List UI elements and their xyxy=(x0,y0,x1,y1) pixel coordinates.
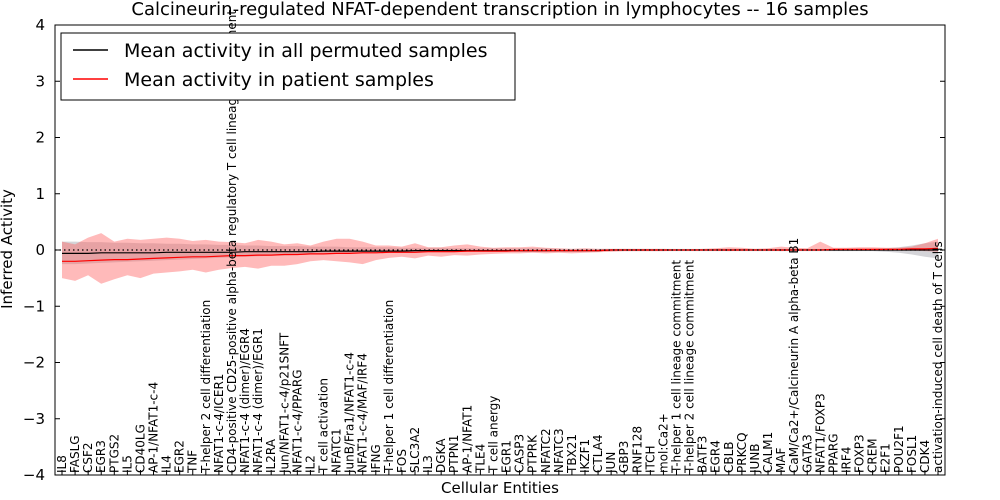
category-label: BATF3 xyxy=(696,436,710,473)
category-label: MAF xyxy=(774,447,788,473)
category-label: CaM/Ca2+/Calcineurin A alpha-beta B1 xyxy=(787,238,801,473)
y-axis-label: Inferred Activity xyxy=(0,189,16,309)
category-label: FOS xyxy=(395,449,409,473)
legend-label-permuted: Mean activity in all permuted samples xyxy=(124,40,487,62)
category-label: CSF2 xyxy=(81,442,95,473)
category-label: IL8 xyxy=(55,455,69,473)
category-label: NFAT1-c-4/PPARG xyxy=(290,369,304,473)
category-label: PPARG xyxy=(826,433,840,473)
category-label: AP-1/NFAT1 xyxy=(460,405,474,473)
category-label: FOXP3 xyxy=(853,434,867,473)
category-label: CBLB xyxy=(722,441,736,473)
y-tick-label: 1 xyxy=(35,185,45,203)
category-label: PRKCQ xyxy=(735,432,749,473)
y-tick-label: −2 xyxy=(23,354,45,372)
category-label: IRF4 xyxy=(840,447,854,473)
category-label: T-helper 2 cell lineage commitment xyxy=(683,260,697,474)
y-tick-label: −4 xyxy=(23,466,45,484)
category-label: EGR2 xyxy=(173,440,187,473)
category-label: IL5 xyxy=(120,455,134,473)
category-label: AP-1/NFAT1-c-4 xyxy=(147,382,161,473)
category-label: CTLA4 xyxy=(591,434,605,473)
band-series-1 xyxy=(62,233,938,284)
category-label: JunB/Fra1/NFAT1-c-4 xyxy=(343,352,357,474)
category-label: CREM xyxy=(866,438,880,473)
y-tick-label: 4 xyxy=(35,16,45,34)
category-label: NFAT1/FOXP3 xyxy=(813,393,827,473)
x-axis-label: Cellular Entities xyxy=(441,479,559,497)
category-label: EGR3 xyxy=(94,440,108,473)
category-label: TNF xyxy=(186,450,200,474)
category-label: TLE4 xyxy=(473,444,487,474)
category-label: JUNB xyxy=(748,443,762,474)
category-label: T cell anergy xyxy=(487,396,501,474)
legend-box xyxy=(60,32,516,101)
category-label: activation-induced cell death of T cells xyxy=(931,241,945,473)
category-label: IL3 xyxy=(421,455,435,473)
line-series-1 xyxy=(62,247,939,262)
category-label: NFATC2 xyxy=(539,428,553,473)
category-label: NFATC3 xyxy=(552,428,566,473)
category-label: JUN xyxy=(604,452,618,474)
category-label: IL2 xyxy=(303,455,317,473)
category-label: EGR1 xyxy=(500,440,514,473)
category-label: POU2F1 xyxy=(892,425,906,473)
category-label: PTGS2 xyxy=(107,434,121,473)
category-label: CASP3 xyxy=(513,434,527,473)
category-label: CDK4 xyxy=(918,440,932,473)
category-label: E2F1 xyxy=(879,443,893,473)
category-label: EGR4 xyxy=(709,440,723,473)
legend: Mean activity in all permuted samples Me… xyxy=(60,32,516,101)
category-label: CD4-positive CD25-positive alpha-beta re… xyxy=(225,10,239,473)
category-label: NFAT1-c-4 (dimer)/EGR1 xyxy=(251,328,265,473)
category-label: T-helper 1 cell lineage commitment xyxy=(670,260,684,474)
category-label: CALM1 xyxy=(761,432,775,473)
y-tick-label: 3 xyxy=(35,72,45,90)
category-label: GBP3 xyxy=(617,441,631,473)
category-label: mol:Ca2+ xyxy=(656,413,670,473)
category-label: NFAT1-c-4/ICER1 xyxy=(212,374,226,473)
category-label: PTPRK xyxy=(526,434,540,473)
category-label: ITCH xyxy=(643,445,657,473)
category-label: NFAT1-c-4/MAF/IRF4 xyxy=(356,353,370,473)
category-label: NFAT1-c-4 (dimer)/EGR4 xyxy=(238,328,252,473)
category-label: TBX21 xyxy=(565,434,579,474)
band-series-0 xyxy=(62,241,938,265)
category-label: SLC3A2 xyxy=(408,427,422,473)
category-label: T cell activation xyxy=(317,378,331,474)
chart-title: Calcineurin-regulated NFAT-dependent tra… xyxy=(131,0,868,20)
category-label: CD40LG xyxy=(133,424,147,473)
y-tick-label: −1 xyxy=(23,297,45,315)
category-label: PTPN1 xyxy=(447,435,461,473)
category-label: FASLG xyxy=(68,435,82,473)
category-label: RNF128 xyxy=(630,426,644,473)
y-tick-label: 0 xyxy=(35,241,45,259)
category-label: FOSL1 xyxy=(905,435,919,473)
y-tick-label: 2 xyxy=(35,129,45,147)
category-label: T-helper 1 cell differentiation xyxy=(382,300,396,474)
category-label: T-helper 2 cell differentiation xyxy=(199,300,213,474)
category-label: Jun/NFAT1-c-4/p21SNFT xyxy=(277,332,291,474)
category-label: DGKA xyxy=(434,438,448,473)
category-label: IL4 xyxy=(160,455,174,473)
y-tick-label: −3 xyxy=(23,410,45,428)
category-label: NFATC1 xyxy=(330,428,344,473)
legend-label-patient: Mean activity in patient samples xyxy=(124,69,434,91)
category-label: IFNG xyxy=(369,444,383,473)
category-label: IL2RA xyxy=(264,438,278,473)
category-label: IKZF1 xyxy=(578,439,592,473)
category-label: GATA3 xyxy=(800,434,814,473)
